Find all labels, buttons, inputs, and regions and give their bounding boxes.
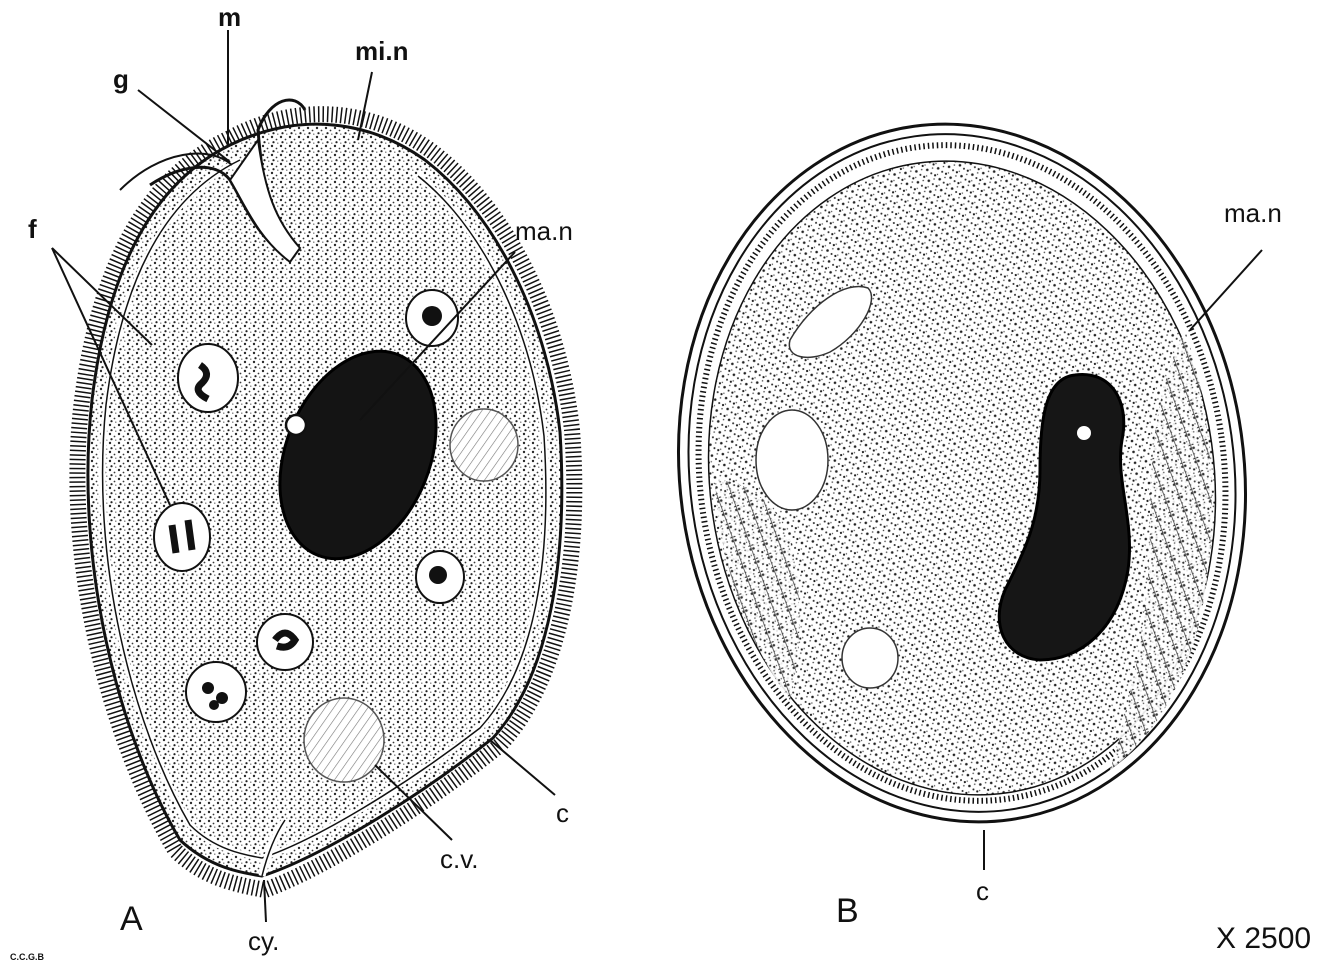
artist-initials: C.C.G.B: [10, 952, 45, 962]
label-f: f: [28, 214, 37, 244]
label-m: m: [218, 2, 241, 32]
label-ma-n-b: ma.n: [1224, 198, 1282, 228]
panel-b: ma.n c B: [634, 87, 1290, 930]
label-c-v: c.v.: [440, 844, 479, 874]
label-c-b: c: [976, 876, 989, 906]
contractile-vacuole-lower: [304, 698, 384, 782]
label-cy: cy.: [248, 926, 279, 956]
label-ma-n-a: ma.n: [515, 216, 573, 246]
label-g: g: [113, 64, 129, 94]
panel-letter-b: B: [836, 892, 859, 930]
label-c-a: c: [556, 798, 569, 828]
vacuole-left: [756, 410, 828, 510]
magnification-label: X 2500: [1216, 922, 1311, 955]
label-mi-n: mi.n: [355, 36, 408, 66]
nucleolus-b: [1077, 426, 1091, 440]
panel-letter-a: A: [120, 900, 143, 938]
vacuole-lower: [842, 628, 898, 688]
contractile-vacuole-upper: [450, 409, 518, 481]
panel-a: m g mi.n f ma.n c c.v. cy. A: [28, 2, 574, 956]
micronucleus: [286, 415, 306, 435]
